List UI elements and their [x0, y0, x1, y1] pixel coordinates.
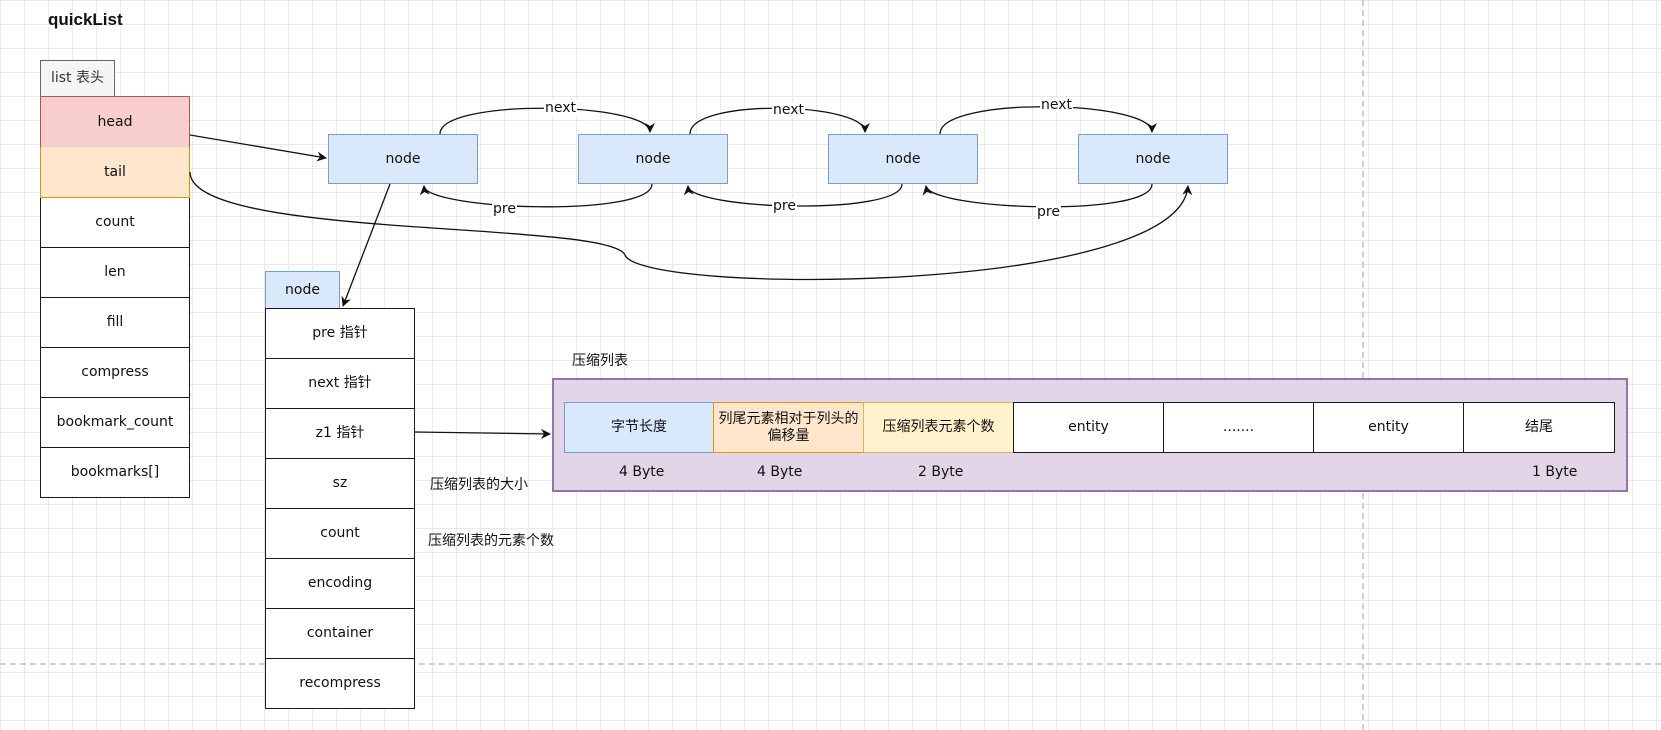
field-head: head — [40, 96, 190, 148]
edge-label-pre-1: pre — [492, 201, 517, 217]
note-count: 压缩列表的元素个数 — [428, 533, 554, 549]
size-label-zltail: 4 Byte — [757, 464, 803, 480]
field-sz: sz — [265, 459, 415, 509]
edge-label-next-2: next — [772, 102, 806, 118]
node-struct-tab: node — [265, 271, 340, 309]
ziplist-cell-zltail: 列尾元素相对于列头的偏移量 — [713, 402, 864, 453]
chain-node-3: node — [828, 134, 978, 184]
ziplist-title: 压缩列表 — [572, 353, 628, 369]
field-fill: fill — [40, 298, 190, 348]
field-len: len — [40, 248, 190, 298]
edge-label-next-1: next — [544, 100, 578, 116]
ziplist-cell-entity-2: entity — [1313, 402, 1464, 453]
field-container: container — [265, 609, 415, 659]
chain-node-1: node — [328, 134, 478, 184]
ziplist-cell-zlbytes: 字节长度 — [564, 402, 714, 453]
ziplist-cell-zllen: 压缩列表元素个数 — [863, 402, 1014, 453]
field-next-pointer: next 指针 — [265, 359, 415, 409]
diagram-title: quickList — [48, 10, 123, 29]
field-node-count: count — [265, 509, 415, 559]
field-bookmark-count: bookmark_count — [40, 398, 190, 448]
chain-node-2: node — [578, 134, 728, 184]
arrow-node-to-struct — [341, 183, 391, 307]
arrow-head-to-first-node — [189, 134, 327, 162]
field-count: count — [40, 198, 190, 248]
list-header-tab: list 表头 — [40, 60, 115, 97]
field-compress: compress — [40, 348, 190, 398]
ziplist-cell-ellipsis: ....... — [1163, 402, 1314, 453]
edge-label-pre-2: pre — [772, 198, 797, 214]
page-break-line — [0, 663, 1661, 665]
page-break-line-vertical — [1362, 0, 1364, 730]
size-label-zllen: 2 Byte — [918, 464, 964, 480]
edge-label-pre-3: pre — [1036, 204, 1061, 220]
size-label-zlbytes: 4 Byte — [619, 464, 665, 480]
ziplist-cell-zlend: 结尾 — [1463, 402, 1615, 453]
edge-label-next-3: next — [1040, 97, 1074, 113]
chain-node-4: node — [1078, 134, 1228, 184]
field-recompress: recompress — [265, 659, 415, 709]
field-tail: tail — [40, 147, 190, 198]
arrow-z1-to-ziplist — [414, 428, 551, 439]
field-pre-pointer: pre 指针 — [265, 308, 415, 359]
size-label-zlend: 1 Byte — [1532, 464, 1578, 480]
note-sz: 压缩列表的大小 — [430, 477, 528, 493]
field-encoding: encoding — [265, 559, 415, 609]
arrow-tail-to-last-node — [189, 171, 1193, 281]
field-z1-pointer: z1 指针 — [265, 409, 415, 459]
ziplist-cell-entity-1: entity — [1013, 402, 1164, 453]
arrow-pre-1 — [419, 183, 653, 208]
field-bookmarks: bookmarks[] — [40, 448, 190, 498]
